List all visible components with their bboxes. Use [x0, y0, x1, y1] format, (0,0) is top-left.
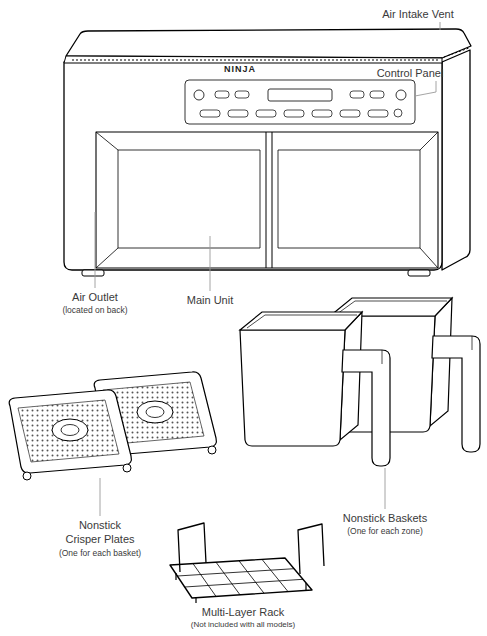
- unit-lid: [66, 29, 471, 58]
- part-name: Main Unit: [160, 294, 260, 308]
- unit-foot: [408, 270, 430, 276]
- leader-line: [100, 478, 101, 516]
- panel-keys: [200, 91, 402, 117]
- part-note: (Not included with all models): [148, 620, 338, 630]
- part-name: Multi-Layer Rack: [173, 606, 313, 620]
- unit-front: [64, 62, 442, 270]
- leader-line: [440, 22, 441, 30]
- rack-frame: [170, 558, 312, 598]
- control-panel: [185, 80, 415, 124]
- panel-button: [194, 90, 204, 100]
- basket-opening: [96, 132, 438, 268]
- lid-band: [64, 56, 442, 63]
- part-name: Nonstick Baskets: [315, 512, 455, 526]
- basket-front: [240, 312, 390, 466]
- leader-line: [415, 81, 436, 96]
- part-note: (One for each zone): [315, 526, 455, 537]
- rack-leg: [176, 573, 306, 603]
- right-compartment: [278, 132, 438, 268]
- part-name: Control Panel: [350, 67, 470, 81]
- leader-line: [95, 212, 96, 288]
- part-name: Nonstick Crisper Plates: [60, 519, 140, 547]
- air-intake-vent-side: [444, 48, 469, 57]
- unit-foot: [82, 270, 104, 276]
- multi-layer-rack: [170, 523, 324, 603]
- left-compartment: [96, 132, 260, 268]
- rack-upright: [298, 524, 324, 574]
- panel-display: [268, 89, 332, 101]
- air-intake-vent: [72, 60, 438, 61]
- main-unit: [64, 29, 471, 276]
- panel-button: [396, 90, 406, 100]
- unit-side: [442, 50, 470, 270]
- part-note: (One for each basket): [35, 548, 165, 559]
- rack-wires: [177, 559, 303, 596]
- compartment-divider: [266, 132, 272, 268]
- part-name: Air Intake Vent: [353, 8, 483, 22]
- part-name: Air Outlet: [35, 291, 155, 305]
- leader-lines: [95, 22, 440, 516]
- crisper-plate-front: [9, 390, 131, 480]
- leader-line: [210, 236, 211, 291]
- part-note: (located on back): [35, 305, 155, 316]
- leader-line: [385, 468, 386, 509]
- brand-logo: NINJA: [210, 64, 270, 75]
